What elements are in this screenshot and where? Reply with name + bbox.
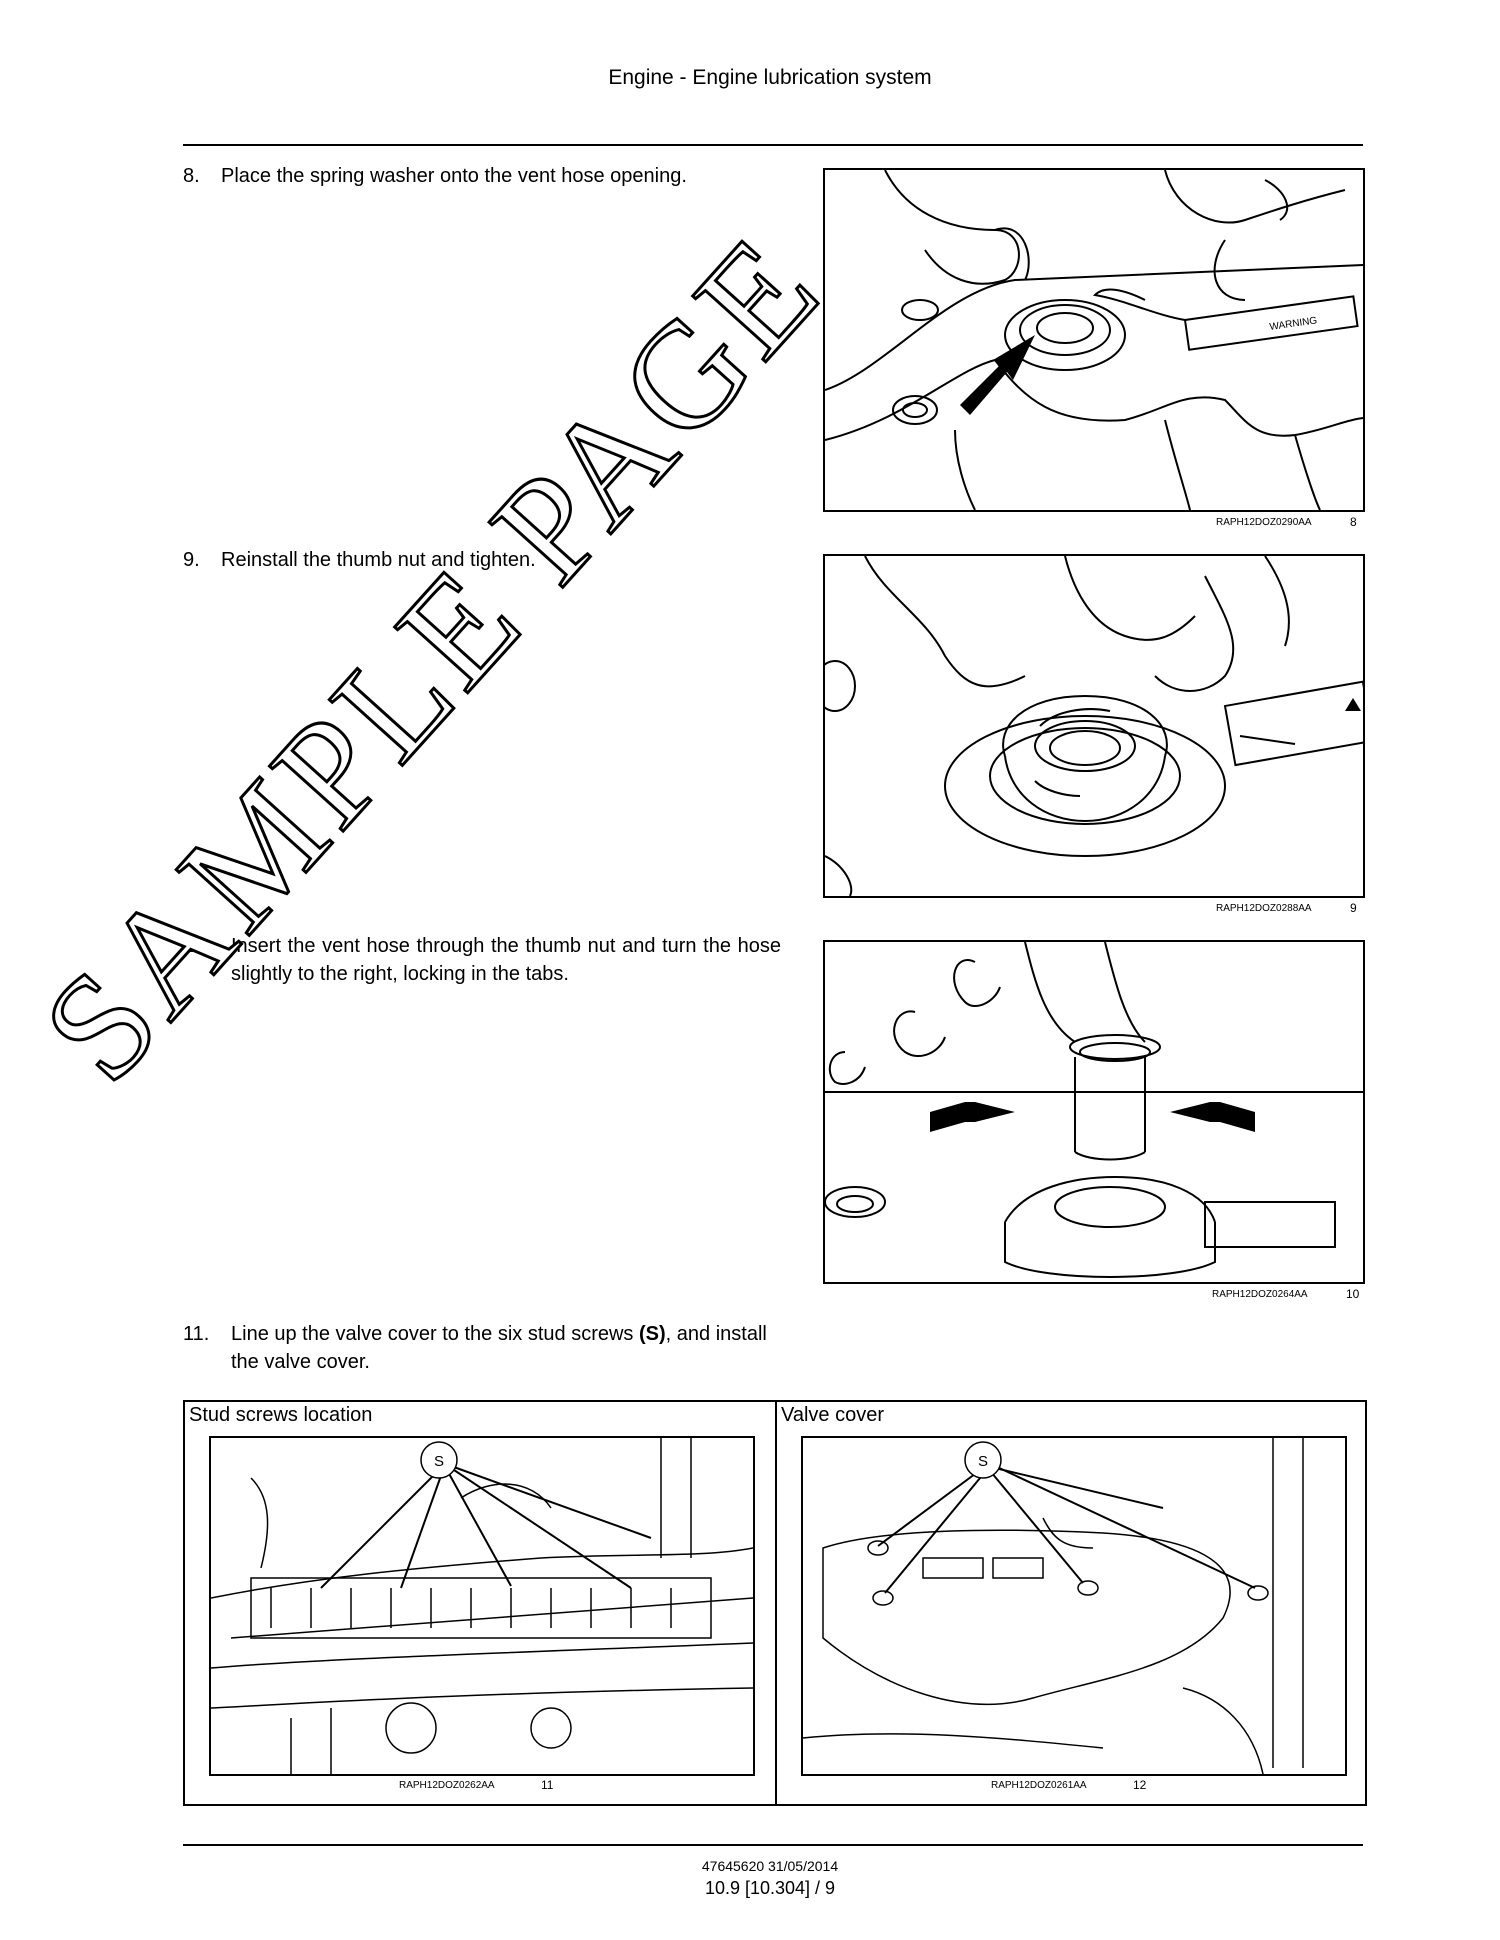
footer-page-line: 10.9 [10.304] / 9 [704,1878,836,1898]
figure-12-image: S [801,1436,1347,1776]
figure-9-code: RAPH12DOZ0288AA [1216,903,1312,914]
step-text-bold: (S) [638,1323,666,1345]
step-number: 9. [183,549,200,571]
step-8: 8. Place the spring washer onto the vent… [183,162,783,222]
figure-12-code: RAPH12DOZ0261AA [991,1780,1087,1791]
figure-12-number: 12 [1133,1778,1147,1792]
figure-11-code: RAPH12DOZ0262AA [399,1780,495,1791]
step-text: Line up the valve cover to the six stud … [231,1320,791,1376]
figure-10-image [823,940,1365,1284]
figure-9-number: 9 [1350,901,1357,915]
step-text-part: Line up the valve cover to the six stud … [231,1323,639,1345]
footer-doc-line: 47645620 31/05/2014 [701,1858,839,1874]
callout-circle [964,1441,1002,1479]
figure-8-code: RAPH12DOZ0290AA [1216,517,1312,528]
footer-rule [183,1844,1363,1846]
valve-cover-illustration: S [803,1438,1304,1774]
figure-8-number: 8 [1350,515,1357,529]
figure-10-code: RAPH12DOZ0264AA [1212,1289,1308,1300]
step-text-part: , and install the valve cover. [231,1323,767,1373]
callout-s-label: S [434,1453,444,1470]
figure-11-number: 11 [541,1778,554,1792]
thumb-nut-illustration [825,556,1363,896]
step-text: Insert the vent hose through the thumb n… [231,935,781,985]
page-header-title: Engine - Engine lubrication system [608,66,932,89]
stud-screws-engine-illustration: S [211,1438,753,1774]
figure-10-number: 10 [1346,1287,1360,1301]
vent-hose-illustration [825,942,1363,1278]
callout-s-label: S [978,1453,988,1470]
table-divider [775,1402,777,1804]
step-number: 8. [183,165,200,187]
step-text: Place the spring washer onto the vent ho… [221,165,687,187]
header-rule [183,144,1363,146]
step-text: Reinstall the thumb nut and tighten. [221,549,536,571]
step-9: 9. Reinstall the thumb nut and tighten. [183,546,783,586]
spring-washer-illustration: WARNING [825,170,1363,510]
figure-table: Stud screws location Valve cover [183,1400,1367,1806]
left-cell-title: Stud screws location [189,1404,373,1426]
step-number: 10. [183,935,211,957]
callout-circle [420,1441,458,1479]
step-10: 10. Insert the vent hose through the thu… [183,932,783,992]
figure-11-image: S [209,1436,755,1776]
step-number: 11. [183,1323,210,1345]
step-11: 11. Line up the valve cover to the six s… [183,1320,803,1380]
figure-8-image: WARNING [823,168,1365,512]
right-cell-title: Valve cover [781,1404,885,1426]
figure-9-image [823,554,1365,898]
warning-label-text: WARNING [1269,315,1318,333]
